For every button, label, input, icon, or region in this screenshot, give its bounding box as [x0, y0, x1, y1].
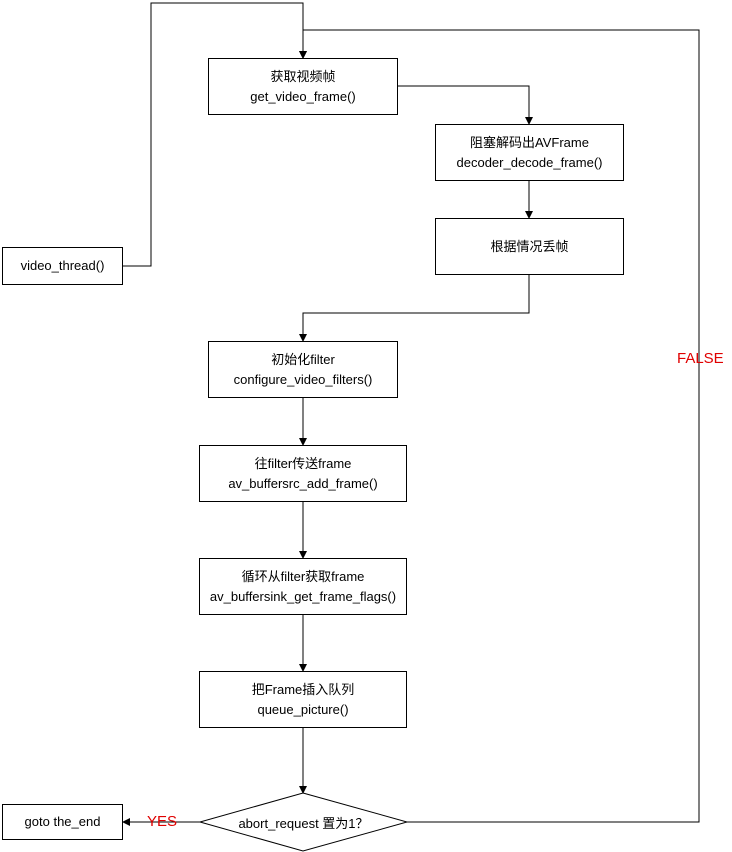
queue-picture-title: 把Frame插入队列: [251, 681, 355, 697]
get-video-frame-func: get_video_frame(): [250, 88, 356, 104]
queue-picture-func: queue_picture(): [257, 701, 349, 717]
edge-decision-false-loop: [299, 29, 700, 823]
queue-picture-node: 把Frame插入队列 queue_picture(): [199, 671, 407, 728]
goto-end-label: goto the_end: [24, 814, 101, 829]
get-video-frame-node: 获取视频帧 get_video_frame(): [208, 58, 398, 115]
video-thread-label: video_thread(): [20, 258, 105, 273]
edge-get-frame-to-decode: [398, 85, 533, 125]
buffersrc-add-frame-node: 往filter传送frame av_buffersrc_add_frame(): [199, 445, 407, 502]
decision-diamond-shape: [198, 792, 409, 852]
buffersink-get-frame-title: 循环从filter获取frame: [241, 568, 365, 584]
video-thread-node: video_thread(): [2, 247, 123, 285]
buffersrc-add-frame-title: 往filter传送frame: [254, 455, 352, 471]
buffersink-get-frame-node: 循环从filter获取frame av_buffersink_get_frame…: [199, 558, 407, 615]
edge-drop-to-configure: [299, 275, 530, 342]
decoder-decode-frame-node: 阻塞解码出AVFrame decoder_decode_frame(): [435, 124, 624, 181]
decoder-decode-frame-func: decoder_decode_frame(): [456, 154, 603, 170]
configure-video-filters-node: 初始化filter configure_video_filters(): [208, 341, 398, 398]
edge-thread-to-get-frame: [122, 2, 307, 267]
edge-label-false: FALSE: [677, 350, 724, 367]
abort-request-label: abort_request 置为1？: [238, 816, 369, 831]
goto-end-node: goto the_end: [2, 804, 123, 840]
edge-label-yes: YES: [147, 813, 178, 830]
drop-frame-node: 根据情况丢帧: [435, 218, 624, 275]
configure-video-filters-title: 初始化filter: [271, 351, 335, 367]
abort-request-decision: abort_request 置为1？: [200, 813, 407, 832]
get-video-frame-title: 获取视频帧: [270, 68, 336, 84]
drop-frame-title: 根据情况丢帧: [490, 238, 569, 254]
buffersrc-add-frame-func: av_buffersrc_add_frame(): [228, 475, 378, 491]
configure-video-filters-func: configure_video_filters(): [233, 371, 373, 387]
buffersink-get-frame-func: av_buffersink_get_frame_flags(): [209, 588, 397, 604]
decoder-decode-frame-title: 阻塞解码出AVFrame: [470, 134, 589, 150]
